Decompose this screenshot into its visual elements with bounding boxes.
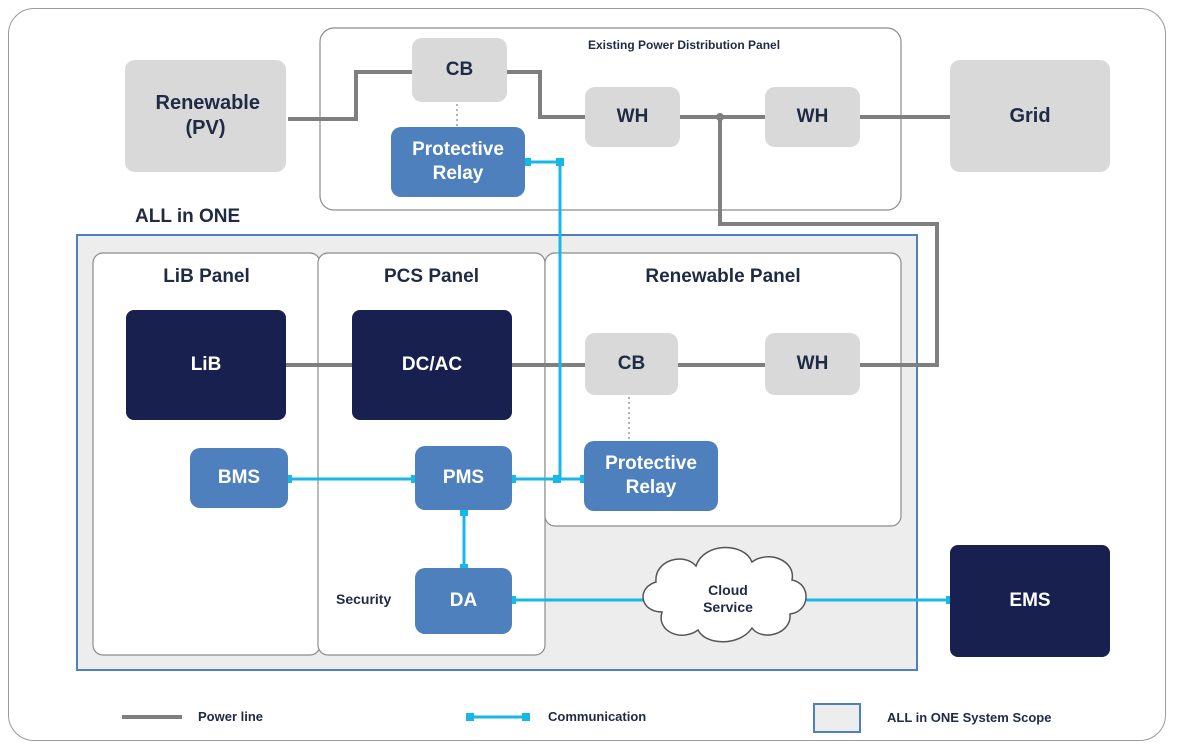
- cloud-service-label: Cloud Service: [703, 581, 753, 616]
- da-label: DA: [449, 590, 478, 612]
- comm-node: [523, 158, 531, 166]
- cb-box-top: CB: [412, 38, 507, 102]
- legend-scope-label: ALL in ONE System Scope: [887, 710, 1052, 725]
- grid-box: Grid: [950, 60, 1110, 172]
- all-in-one-title: ALL in ONE: [135, 206, 241, 227]
- ems-label: EMS: [1009, 590, 1051, 612]
- comm-node: [284, 475, 292, 483]
- protective-relay-top: Protective Relay: [391, 127, 525, 197]
- legend-comm-node: [466, 713, 474, 721]
- wh-box-2: WH: [765, 87, 860, 147]
- da-box: DA: [415, 568, 512, 634]
- dcac-label: DC/AC: [401, 354, 463, 376]
- comm-node: [508, 596, 516, 604]
- power-junction: [716, 113, 724, 121]
- existing-panel-title: Existing Power Distribution Panel: [588, 38, 781, 52]
- comm-node: [508, 475, 516, 483]
- pms-label: PMS: [442, 467, 485, 489]
- pms-box: PMS: [415, 446, 512, 510]
- comm-node: [556, 158, 564, 166]
- ems-box: EMS: [950, 545, 1110, 657]
- legend-comm-node: [522, 713, 530, 721]
- renewable-panel-title: Renewable Panel: [645, 266, 801, 287]
- legend-power-line-label: Power line: [198, 709, 264, 724]
- cb-box-renewable: CB: [585, 333, 678, 395]
- lib-label: LiB: [190, 354, 222, 376]
- comm-lines: [288, 160, 950, 602]
- power-line-tap: [718, 117, 939, 367]
- security-label: Security: [336, 591, 392, 607]
- cloud-icon: [642, 546, 807, 643]
- wh-box-renewable: WH: [765, 333, 860, 395]
- protective-relay-top-label: Protective Relay: [412, 139, 504, 184]
- renewable-pv-box: Renewable (PV): [125, 60, 286, 172]
- protective-relay-bottom-label: Protective Relay: [605, 453, 697, 498]
- comm-node: [460, 508, 468, 516]
- power-line-pv-cb: [288, 70, 412, 121]
- dcac-box: DC/AC: [352, 310, 512, 420]
- legend-communication-label: Communication: [548, 709, 647, 724]
- protective-relay-bottom: Protective Relay: [584, 441, 718, 511]
- bms-label: BMS: [217, 467, 261, 489]
- cb-label-top: CB: [445, 59, 474, 81]
- wh-box-1: WH: [585, 87, 680, 147]
- cb-label-renewable: CB: [617, 353, 646, 375]
- cloud-service-label-box: Cloud Service: [680, 576, 776, 622]
- legend-scope-swatch: [813, 703, 861, 733]
- power-line-cb-wh: [507, 70, 585, 119]
- wh-label-1: WH: [616, 106, 649, 128]
- wh-label-2: WH: [796, 106, 829, 128]
- bms-box: BMS: [190, 448, 288, 508]
- grid-label: Grid: [1009, 104, 1051, 127]
- lib-panel-title: LiB Panel: [163, 266, 250, 287]
- renewable-pv-label: Renewable (PV): [155, 92, 260, 139]
- pcs-panel-title: PCS Panel: [383, 266, 480, 287]
- lib-box: LiB: [126, 310, 286, 420]
- comm-node: [553, 475, 561, 483]
- wh-label-renewable: WH: [796, 353, 829, 375]
